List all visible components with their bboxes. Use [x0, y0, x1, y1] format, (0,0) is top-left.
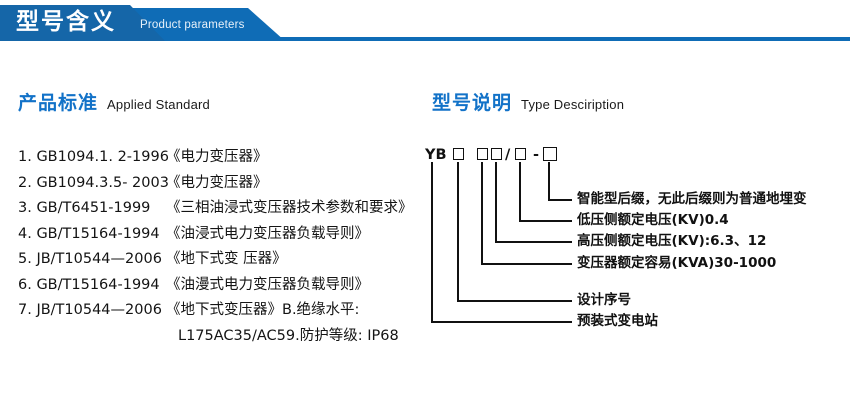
type-code-dash: -	[533, 147, 540, 163]
callout-label-smart-suffix: 智能型后缀，无此后缀则为普通地埋变	[577, 191, 807, 207]
standard-code: 6. GB/T15164-1994	[18, 276, 160, 293]
list-item: 5. JB/T10544—2006 《地下式变 压器》	[18, 247, 438, 273]
callout-label-design-serial: 设计序号	[577, 292, 631, 308]
type-code-box-2	[477, 148, 488, 160]
standard-name: 《地下式变 压器》	[166, 251, 287, 267]
list-item: 7. JB/T10544—2006 《地下式变压器》B.绝缘水平:	[18, 298, 438, 324]
standard-name: 《油浸式电力变压器负载导则》	[166, 225, 369, 242]
banner-underline	[0, 37, 850, 41]
callout-label-lv-rated-voltage: 低压侧额定电压(KV)0.4	[577, 212, 729, 228]
type-code-slash: /	[505, 147, 511, 163]
section-heading-cn: 产品标准	[18, 92, 99, 114]
list-item: 2. GB1094.3.5- 2003 《电力变压器》	[18, 171, 438, 197]
type-code-box-4	[515, 148, 526, 160]
standard-code: 1. GB1094.1. 2-1996	[18, 149, 169, 165]
section-heading-applied-standard: 产品标准 Applied Standard	[18, 88, 210, 115]
list-item: 1. GB1094.1. 2-1996 《电力变压器》	[18, 145, 438, 171]
standard-name: 《三相油浸式变压器技术参数和要求》	[166, 200, 413, 216]
list-item: 4. GB/T15164-1994 《油浸式电力变压器负载导则》	[18, 222, 438, 248]
standards-list: 1. GB1094.1. 2-1996 《电力变压器》 2. GB1094.3.…	[18, 145, 438, 349]
callout-label-prefab-substation: 预装式变电站	[577, 313, 658, 329]
leader-lines	[431, 162, 572, 323]
type-code-leader-diagram: 智能型后缀，无此后缀则为普通地埋变 低压侧额定电压(KV)0.4 高压侧额定电压…	[425, 142, 850, 337]
section-heading-type-description: 型号说明 Type Desciription	[432, 88, 624, 115]
standard-code: 2. GB1094.3.5- 2003	[18, 174, 169, 191]
list-item-continuation: L175AC35/AC59.防护等级: IP68	[18, 324, 438, 350]
standard-code: 3. GB/T6451-1999	[18, 200, 151, 216]
banner-title-en: Product parameters	[140, 19, 245, 31]
section-heading-cn: 型号说明	[432, 92, 513, 114]
list-item: 3. GB/T6451-1999 《三相油浸式变压器技术参数和要求》	[18, 196, 438, 222]
section-heading-en: Applied Standard	[107, 97, 210, 112]
callout-label-hv-rated-voltage: 高压侧额定电压(KV):6.3、12	[577, 233, 767, 249]
standard-code: 4. GB/T15164-1994	[18, 225, 160, 242]
standard-code: 5. JB/T10544—2006	[18, 251, 162, 267]
standard-name: 《地下式变压器》B.绝缘水平:	[166, 302, 360, 318]
callout-label-rated-capacity: 变压器额定容易(KVA)30-1000	[577, 255, 777, 271]
type-code-box-1	[453, 148, 464, 160]
standard-code: 7. JB/T10544—2006	[18, 302, 162, 318]
list-item: 6. GB/T15164-1994 《油漫式电力变压器负载导则》	[18, 273, 438, 299]
type-code-box-3	[491, 148, 502, 160]
standard-name: L175AC35/AC59.防护等级: IP68	[178, 327, 399, 344]
standard-name: 《电力变压器》	[166, 149, 268, 165]
type-code-box-5	[543, 147, 557, 161]
page-banner: 型号含义 Product parameters	[0, 0, 850, 46]
banner-title-cn: 型号含义	[16, 9, 116, 35]
standard-name: 《电力变压器》	[166, 174, 268, 191]
standard-name: 《油漫式电力变压器负载导则》	[166, 276, 369, 293]
type-code-prefix: YB	[425, 147, 447, 163]
section-heading-en: Type Desciription	[521, 97, 625, 112]
